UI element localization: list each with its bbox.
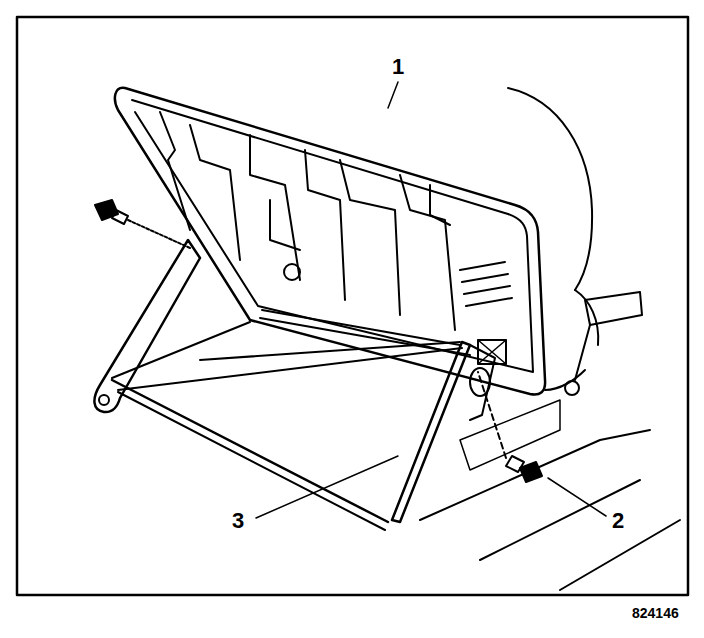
floor	[420, 400, 680, 590]
callout-number: 2	[612, 510, 624, 532]
callout-number: 3	[232, 510, 244, 532]
seat-back-panel	[115, 88, 545, 395]
bolt	[478, 372, 542, 482]
leader-line	[256, 82, 606, 518]
bolt	[95, 200, 190, 248]
seat-frame	[94, 240, 495, 530]
figure-frame	[17, 17, 688, 595]
callout-number: 1	[392, 56, 404, 78]
seat-belt-buckle	[565, 292, 642, 395]
figure-number: 824146	[632, 606, 679, 620]
seat-cushion	[508, 88, 598, 390]
